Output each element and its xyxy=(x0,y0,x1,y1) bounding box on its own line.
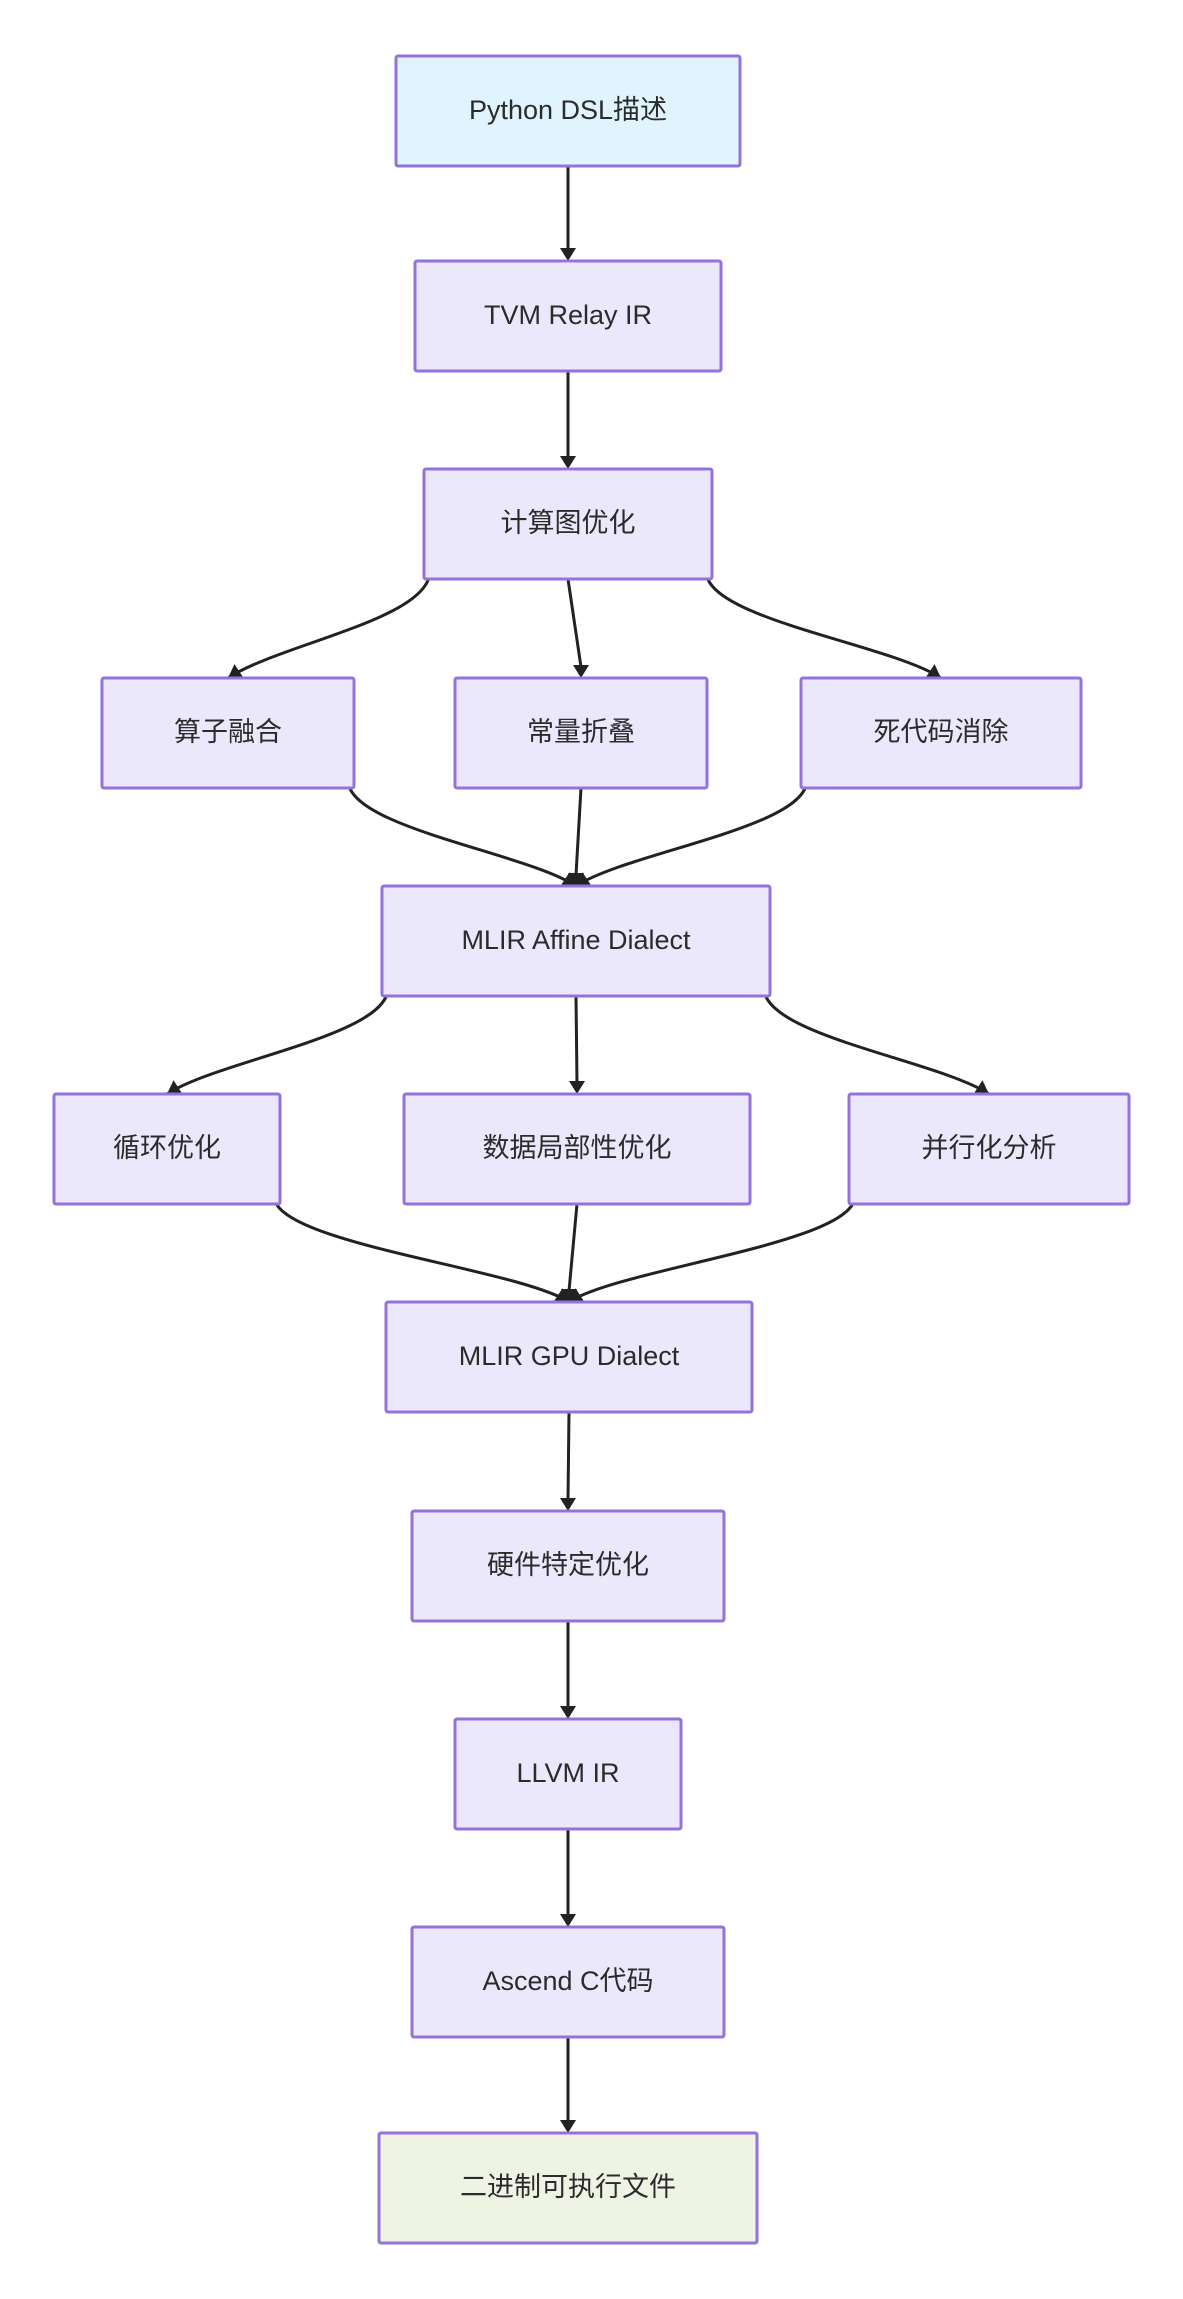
node-label: MLIR GPU Dialect xyxy=(459,1341,680,1371)
arrow-head-icon xyxy=(925,664,941,678)
edges-layer xyxy=(166,166,990,2133)
edge-line xyxy=(568,1195,857,1304)
arrow-head-icon xyxy=(569,1288,585,1302)
node-label: 计算图优化 xyxy=(501,508,636,538)
node-label: 数据局部性优化 xyxy=(483,1133,672,1163)
edge-n9-to-n11 xyxy=(567,1203,579,1292)
node-box[interactable] xyxy=(422,467,714,581)
edge-n10-to-n11 xyxy=(568,1195,857,1304)
edge-n4-to-n7 xyxy=(346,779,577,888)
arrow-head-icon xyxy=(973,1080,989,1094)
node-box[interactable] xyxy=(453,1717,683,1831)
node-label: 死代码消除 xyxy=(874,717,1009,747)
node-label: 并行化分析 xyxy=(922,1133,1057,1163)
edge-line xyxy=(567,1203,579,1292)
flow-node-n12[interactable]: 硬件特定优化 xyxy=(410,1509,726,1623)
flow-node-n13[interactable]: LLVM IR xyxy=(453,1717,683,1831)
edge-line xyxy=(566,578,583,668)
flow-node-n1[interactable]: Python DSL描述 xyxy=(394,54,742,168)
arrow-head-icon xyxy=(560,1498,576,1511)
edge-line xyxy=(575,779,809,888)
arrow-head-icon xyxy=(560,248,576,261)
node-box[interactable] xyxy=(847,1092,1131,1206)
flow-node-n2[interactable]: TVM Relay IR xyxy=(413,259,723,373)
arrow-head-icon xyxy=(560,2120,576,2133)
arrow-head-icon xyxy=(560,1914,576,1927)
node-box[interactable] xyxy=(453,676,709,790)
edge-n3-to-n5 xyxy=(566,578,583,668)
edge-line xyxy=(762,987,990,1096)
edge-line xyxy=(574,787,583,876)
flow-node-n10[interactable]: 并行化分析 xyxy=(847,1092,1131,1206)
edge-line xyxy=(566,1411,571,1501)
arrow-head-icon xyxy=(553,1288,569,1302)
arrow-head-icon xyxy=(576,872,592,886)
arrow-head-icon xyxy=(560,1706,576,1719)
node-box[interactable] xyxy=(394,54,742,168)
arrow-head-icon xyxy=(228,664,244,678)
edge-n8-to-n11 xyxy=(272,1195,570,1304)
edge-line xyxy=(166,987,390,1096)
edge-line xyxy=(704,570,942,680)
node-label: MLIR Affine Dialect xyxy=(461,925,691,955)
node-box[interactable] xyxy=(410,1509,726,1623)
arrow-head-icon xyxy=(568,873,584,886)
edge-n7-to-n8 xyxy=(166,987,390,1096)
arrow-head-icon xyxy=(560,872,576,886)
edge-line xyxy=(227,570,432,680)
flow-node-n4[interactable]: 算子融合 xyxy=(100,676,356,790)
node-label: 二进制可执行文件 xyxy=(460,2172,676,2202)
node-label: TVM Relay IR xyxy=(484,300,652,330)
edge-line xyxy=(574,995,579,1084)
arrow-head-icon xyxy=(560,456,576,469)
node-label: 常量折叠 xyxy=(527,717,635,747)
flow-node-n9[interactable]: 数据局部性优化 xyxy=(402,1092,752,1206)
arrow-head-icon xyxy=(167,1080,183,1094)
node-label: 循环优化 xyxy=(113,1133,221,1163)
node-box[interactable] xyxy=(100,676,356,790)
node-box[interactable] xyxy=(384,1300,754,1414)
edge-line xyxy=(346,779,577,888)
edge-n7-to-n9 xyxy=(574,995,579,1084)
edge-n5-to-n7 xyxy=(574,787,583,876)
arrow-head-icon xyxy=(573,665,589,678)
node-box[interactable] xyxy=(52,1092,282,1206)
edge-n6-to-n7 xyxy=(575,779,809,888)
flow-node-n6[interactable]: 死代码消除 xyxy=(799,676,1083,790)
node-box[interactable] xyxy=(377,2131,759,2245)
flow-node-n11[interactable]: MLIR GPU Dialect xyxy=(384,1300,754,1414)
flow-node-n5[interactable]: 常量折叠 xyxy=(453,676,709,790)
flow-node-n15[interactable]: 二进制可执行文件 xyxy=(377,2131,759,2245)
node-box[interactable] xyxy=(380,884,772,998)
node-box[interactable] xyxy=(410,1925,726,2039)
node-box[interactable] xyxy=(402,1092,752,1206)
flow-node-n3[interactable]: 计算图优化 xyxy=(422,467,714,581)
arrow-head-icon xyxy=(561,1289,577,1302)
node-label: LLVM IR xyxy=(516,1758,619,1788)
edge-line xyxy=(272,1195,570,1304)
flow-node-n7[interactable]: MLIR Affine Dialect xyxy=(380,884,772,998)
flow-node-n14[interactable]: Ascend C代码 xyxy=(410,1925,726,2039)
edge-n11-to-n12 xyxy=(566,1411,571,1501)
arrow-head-icon xyxy=(569,1081,585,1094)
node-box[interactable] xyxy=(799,676,1083,790)
edge-n3-to-n6 xyxy=(704,570,942,680)
node-label: Python DSL描述 xyxy=(469,95,667,125)
node-label: Ascend C代码 xyxy=(482,1966,653,1996)
flow-node-n8[interactable]: 循环优化 xyxy=(52,1092,282,1206)
node-box[interactable] xyxy=(413,259,723,373)
edge-n7-to-n10 xyxy=(762,987,990,1096)
node-label: 硬件特定优化 xyxy=(487,1550,649,1580)
edge-n3-to-n4 xyxy=(227,570,432,680)
node-label: 算子融合 xyxy=(174,717,282,747)
